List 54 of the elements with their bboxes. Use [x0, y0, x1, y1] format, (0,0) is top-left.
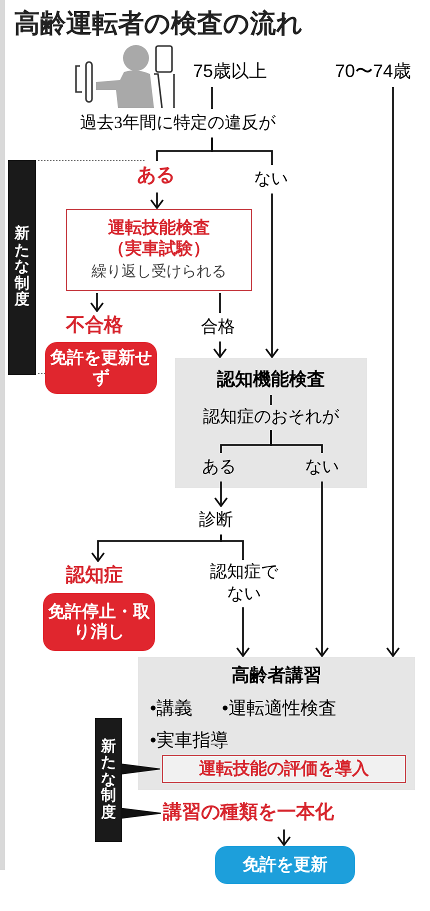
arrow: [150, 192, 164, 209]
result-label: 不合格: [66, 314, 123, 338]
connector-line: [211, 138, 273, 165]
result-label: 認知症: [66, 564, 123, 588]
outcome-box: [43, 593, 155, 651]
age-label: 75歳以上: [193, 60, 268, 83]
arrow: [213, 342, 227, 358]
connector-line: [219, 293, 221, 313]
highlight-text: 運転技能の評価を導入: [199, 758, 369, 780]
outcome-box: [45, 342, 157, 394]
badge-text: 新たな制度: [101, 738, 116, 822]
step-label: 診断: [199, 509, 233, 531]
age-label: 70〜74歳: [335, 60, 412, 83]
step-label: ない: [254, 168, 288, 190]
result-label: ある: [137, 164, 175, 188]
arrow: [277, 830, 291, 846]
bullet-item: •実車指導: [150, 729, 228, 752]
highlight-box: [162, 755, 406, 783]
new-system-badge: [95, 718, 122, 842]
connector-line: [270, 430, 323, 453]
diagram-title: 高齢運転者の検査の流れ: [14, 7, 303, 40]
box-text: 免許を更新せず: [49, 348, 153, 388]
outcome-box: [215, 846, 355, 884]
box-heading: 高齢者講習: [230, 664, 322, 687]
badge-text: 新たな制度: [14, 226, 30, 309]
box-heading: 運転技能検査（実車試験）: [107, 217, 211, 260]
process-box: [138, 657, 415, 790]
step-label: 認知症でない: [209, 561, 280, 606]
bullet-item: •運転適性検査: [222, 697, 336, 720]
arrow: [386, 87, 400, 657]
result-label: 講習の種類を一本化: [163, 801, 334, 825]
bullet-item: •講義: [150, 697, 192, 720]
arrow: [315, 482, 329, 657]
box-heading: 認知機能検査: [216, 368, 326, 391]
connector-line: [270, 395, 272, 405]
arrow: [236, 607, 250, 657]
connector-line: [220, 534, 244, 560]
connector-line: [211, 87, 213, 109]
process-box: [175, 358, 367, 488]
step-label: 合格: [201, 316, 235, 338]
test-box: [66, 209, 252, 291]
callout-pointer: [120, 808, 162, 819]
step-label: ない: [305, 456, 339, 478]
step-label: ある: [202, 456, 236, 478]
box-text: 免許を更新: [242, 854, 328, 876]
arrow: [214, 482, 228, 507]
arrow: [90, 293, 104, 312]
step-label: 認知症のおそれが: [202, 406, 340, 428]
step-label: 過去3年間に特定の違反が: [80, 112, 276, 134]
arrow: [265, 194, 279, 358]
new-system-badge: [8, 160, 36, 375]
callout-pointer: [120, 763, 160, 775]
box-text: 免許停止・取り消し: [47, 602, 151, 642]
box-note: 繰り返し受けられる: [92, 262, 226, 282]
